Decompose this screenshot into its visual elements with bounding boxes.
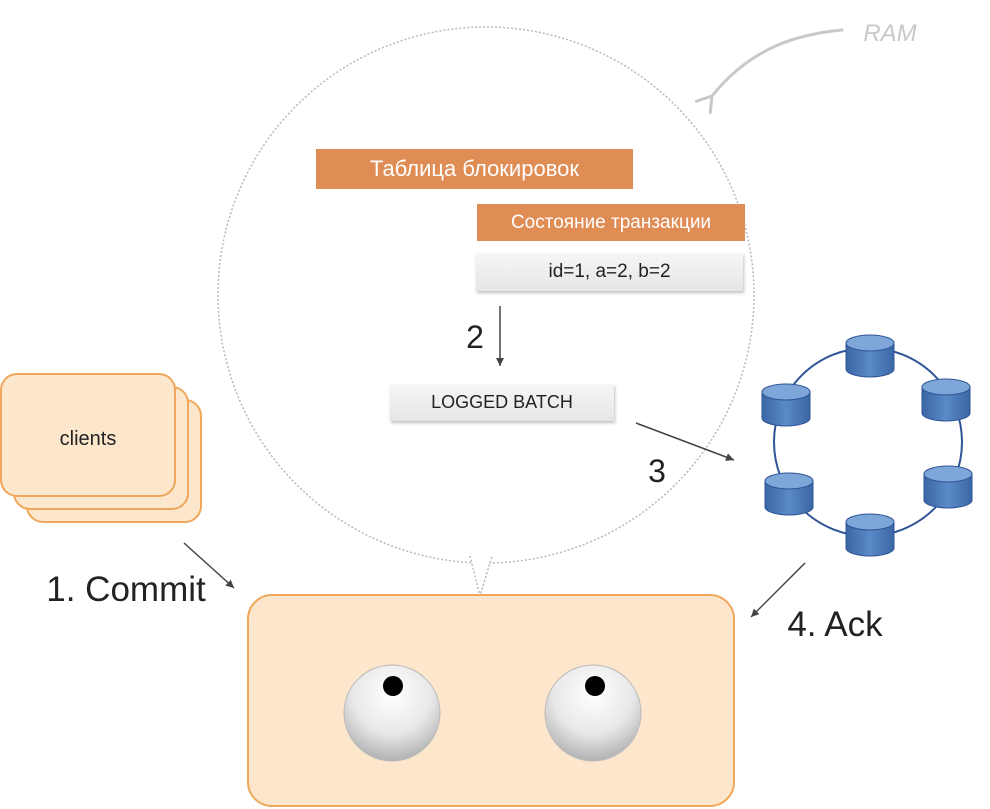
database-cylinder-icon	[761, 383, 811, 427]
clients-stack: clients	[0, 373, 202, 523]
step-4-ack-label: 4. Ack	[787, 605, 883, 644]
ram-label: RAM	[863, 20, 916, 47]
database-cylinder-icon	[764, 472, 814, 516]
coordinator-node	[247, 594, 735, 807]
database-cylinder-icon	[845, 513, 895, 557]
arrow-step-1	[183, 542, 235, 589]
ram-thought-bubble	[217, 26, 755, 599]
logged-batch-box: LOGGED BATCH	[390, 384, 614, 421]
left-eye-icon	[343, 664, 441, 762]
step-3-label: 3	[648, 453, 666, 489]
step-1-commit-label: 1. Commit	[46, 570, 206, 609]
transaction-values-box: id=1, a=2, b=2	[476, 253, 743, 291]
bubble-tail	[469, 555, 493, 599]
database-cylinder-icon	[845, 334, 895, 378]
coordinator-box	[247, 594, 735, 807]
cluster-ring	[761, 334, 973, 557]
cluster-nodes	[761, 334, 973, 557]
lock-table-box: Таблица блокировок	[316, 149, 633, 189]
arrow-step-3	[635, 422, 735, 461]
right-eye-icon	[544, 664, 642, 762]
database-cylinder-icon	[921, 378, 971, 422]
client-card-front	[0, 373, 176, 497]
database-cylinder-icon	[923, 465, 973, 509]
arrow-step-4	[750, 562, 806, 618]
clients-label: clients	[60, 428, 117, 450]
ram-circle	[217, 26, 755, 564]
ram-pointer-arrow	[694, 28, 844, 115]
step-2-label: 2	[466, 319, 484, 355]
transaction-state-box: Состояние транзакции	[477, 204, 745, 241]
